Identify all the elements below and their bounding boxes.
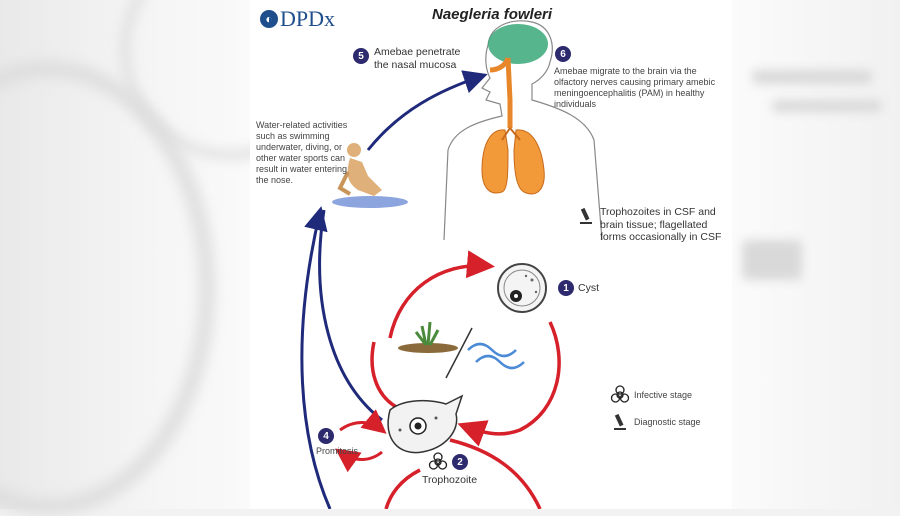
microscope-icon-legend bbox=[614, 413, 626, 430]
promitosis-loop-top bbox=[339, 409, 387, 434]
microscope-icon-diagnostic bbox=[580, 207, 592, 224]
diagram-title: Naegleria fowleri bbox=[432, 6, 553, 23]
step-1-label: Cyst bbox=[578, 282, 599, 294]
blurred-background-right bbox=[732, 0, 900, 509]
logo-text: DPDx bbox=[280, 6, 336, 31]
promitosis-loop-bottom bbox=[335, 448, 383, 473]
step-2-label: Trophozoite bbox=[422, 474, 478, 486]
dpdx-logo: ◐ DPDx bbox=[260, 6, 335, 32]
step-1-badge: 1 bbox=[558, 280, 574, 296]
olfactory-path bbox=[489, 57, 513, 128]
step-6-label: Amebae migrate to the brain via the olfa… bbox=[554, 66, 716, 109]
red-arrow-bottom-right bbox=[449, 438, 542, 509]
lifecycle-diagram: ◐ DPDx Naegleria fowleri 5 Amebae penetr… bbox=[250, 0, 732, 509]
biohazard-icon-legend bbox=[610, 385, 630, 403]
blue-arrow-to-nose bbox=[366, 70, 488, 151]
blue-arrow-bottom bbox=[300, 206, 332, 509]
blurred-background-left bbox=[0, 0, 340, 516]
step-4-label: Promitosis bbox=[316, 446, 359, 456]
soil-plant-illustration bbox=[398, 321, 458, 353]
left-lung-shape bbox=[481, 129, 509, 194]
red-arrow-left-loop bbox=[370, 341, 399, 410]
diagram-graphics bbox=[300, 20, 630, 509]
diagnostic-note: Trophozoites in CSF and brain tissue; fl… bbox=[600, 206, 722, 243]
water-waves-illustration bbox=[467, 342, 525, 370]
right-lung-shape bbox=[513, 129, 545, 195]
cyst-illustration bbox=[497, 263, 547, 313]
legend-diagnostic-label: Diagnostic stage bbox=[634, 417, 701, 427]
brain-shape bbox=[488, 24, 548, 64]
legend-infective-label: Infective stage bbox=[634, 390, 693, 400]
biohazard-icon-trophozoite bbox=[428, 452, 448, 470]
divider-slash bbox=[445, 327, 473, 379]
red-arrow-to-cyst bbox=[388, 250, 495, 339]
step-4-badge: 4 bbox=[318, 428, 334, 444]
human-figure bbox=[443, 20, 603, 241]
step-6-badge: 6 bbox=[555, 46, 571, 62]
trophozoite-illustration bbox=[387, 394, 464, 454]
dpdx-logo-mark-icon: ◐ bbox=[260, 10, 278, 28]
swimmer-figure bbox=[332, 143, 408, 208]
water-activities-note: Water-related activities such as swimmin… bbox=[256, 120, 348, 185]
step-2-badge: 2 bbox=[452, 454, 468, 470]
red-arrow-cyst-down bbox=[457, 321, 561, 447]
red-arrow-bottom-left bbox=[384, 468, 421, 509]
step-5-label: Amebae penetrate the nasal mucosa bbox=[374, 46, 461, 71]
blue-arrow-trophozoite-to-swimmer bbox=[318, 209, 383, 422]
step-5-badge: 5 bbox=[353, 48, 369, 64]
